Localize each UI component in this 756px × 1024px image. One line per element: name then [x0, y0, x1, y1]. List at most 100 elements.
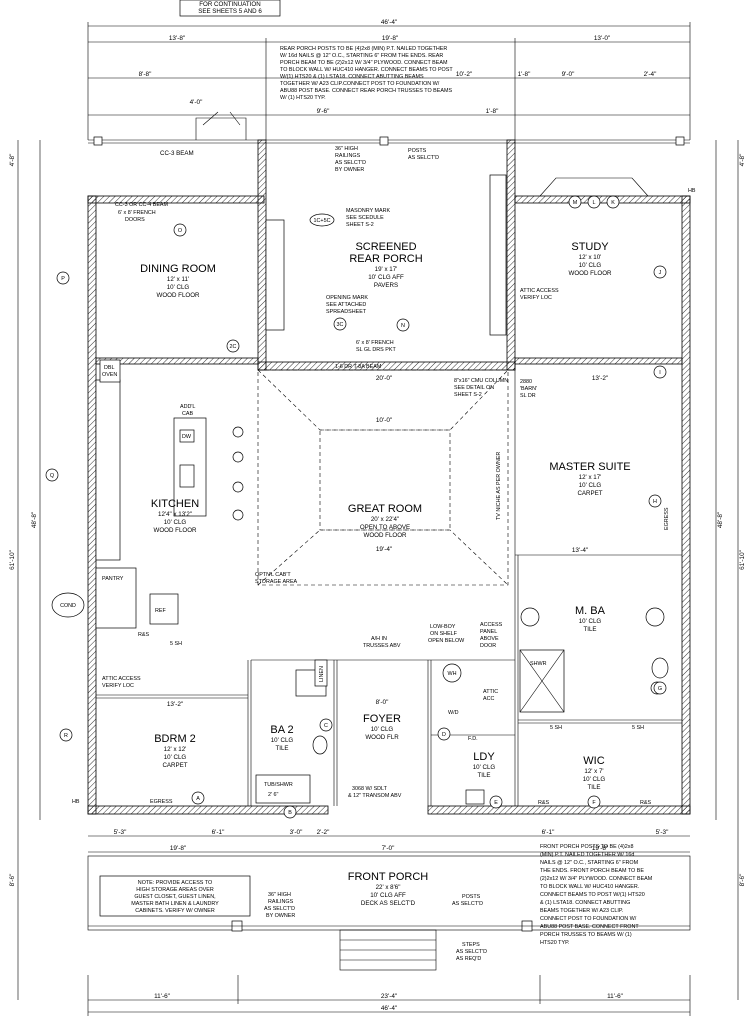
bar-stool [232, 451, 244, 463]
mba-ceiling: 10' CLG [579, 618, 602, 625]
hex-mark-o-text: O [178, 228, 182, 234]
wic-rs-left: R&S [538, 800, 549, 806]
storage-note-4: MASTER BATH LINEN & LAUNDRY [131, 901, 219, 907]
low-boy-2: ON SHELF [430, 631, 458, 637]
post-mark [93, 136, 103, 146]
code-2c: 2C [226, 339, 240, 353]
window-mark-l-text: L [593, 200, 596, 206]
screened-floor: PAVERS [374, 282, 398, 289]
front-note-1: FRONT PORCH POSTS TO BE (4)2x8 [540, 844, 633, 850]
access-panel-2: PANEL [480, 629, 497, 635]
bar-stool [232, 481, 244, 493]
right-overall-dimension: 61'-10" [739, 550, 746, 570]
window-mark-m [568, 195, 582, 209]
hex-mark-h: H [648, 494, 662, 508]
rear-note-line-2: W/ 16d NAILS @ 12" O.C., STARTING 6" FRO… [280, 53, 443, 59]
bot-dim-3: 3'-0" [290, 829, 303, 836]
shelf-label: 5 SH [170, 641, 182, 647]
master-width-dim: 13'-2" [592, 375, 608, 382]
railings-rear-3: AS SELCT'D [335, 160, 366, 166]
top-dim-1: 13'-8" [169, 35, 185, 42]
attic-acc-2: ACC [483, 696, 494, 702]
egress-bdrm2: EGRESS [150, 799, 173, 805]
french-sl-1: 6' x 8' FRENCH [356, 340, 394, 346]
bottom-dimensions: 5'-3" 6'-1" 3'-0" 2'-2" 6'-1" 5'-3" 19'-… [88, 829, 690, 853]
right-mid-dimension: 48'-8" [717, 512, 724, 528]
screened-size: 19' x 17' [375, 266, 398, 273]
attic-study-1: ATTIC ACCESS [520, 288, 559, 294]
overall-top-dimension: 46'-4" [381, 19, 397, 26]
storage-note: NOTE: PROVIDE ACCESS TO HIGH STORAGE ARE… [99, 875, 251, 917]
attic-study-2: VERIFY LOC [520, 295, 552, 301]
railings-front-3: AS SELCT'D [264, 906, 295, 912]
dbl-oven-1: DBL [104, 365, 115, 371]
kitchen-size: 12'4" x 13'2" [158, 511, 192, 518]
sdlt-1: 3068 W/ SDLT [352, 786, 388, 792]
barn-door-3: SL DR [520, 393, 536, 399]
front-note-5: (2)2x12 W/ 3/4" PLYWOOD. CONNECT BEAM [540, 876, 653, 882]
railings-front-1: 36" HIGH [268, 892, 291, 898]
walk-in-closet: WIC 12' x 7' 10' CLG TILE R&S R&S 5 SH 5… [538, 725, 651, 806]
continuation-header: FOR CONTINUATION SEE SHEETS 5 AND 6 [179, 0, 281, 17]
hex-mark-q: Q [45, 468, 59, 482]
top-dim-3: 13'-0" [594, 35, 610, 42]
rear-note-line-5: W/(1) HTS20 & (1) LSTA18. CONNECT ABUTTI… [280, 74, 424, 80]
tv-niche-label: TV NICHE AS PER OWNER [496, 452, 502, 520]
railings-rear-2: RAILINGS [335, 153, 361, 159]
pantry-area: PANTRY REF R&S 5 SH ATTIC ACCESS VERIFY … [51, 567, 298, 689]
access-panel-1: ACCESS [480, 622, 503, 628]
access-panel-4: DOOR [480, 643, 496, 649]
exterior-walls [87, 139, 691, 815]
porch-dim-center: 23'-4" [381, 993, 397, 1000]
steps-2: AS SELCT'D [456, 949, 487, 955]
hex-mark-i-text: I [659, 370, 661, 376]
dining-ceiling: 10' CLG [167, 284, 190, 291]
master-size: 12' x 17' [579, 474, 602, 481]
cmu-label-3: SHEET S-2 [454, 392, 482, 398]
access-panel-3: ABOVE [480, 636, 499, 642]
barn-door-2: 'BARN' [520, 386, 537, 392]
hex-mark-b-text: B [288, 810, 292, 816]
front-note-13: HTS20 TYP. [540, 940, 569, 946]
side-dimensions: 61'-10" 48'-8" 61'-10" 48'-8" 4'-8" 4'-8… [9, 140, 746, 1000]
rear-porch-structure: CC-3 BEAM 36" HIGH RAILINGS AS SELCT'D B… [88, 111, 690, 173]
front-note-4: THE ENDS. FRONT PORCH BEAM TO BE [540, 868, 644, 874]
shwr-label: SHWR [530, 661, 547, 667]
ah-1: A/H IN [371, 636, 387, 642]
masonry-mark-3: SHEET S-2 [346, 222, 374, 228]
front-note-6: TO BLOCK WALL W/ HUC410 HANGER. [540, 884, 639, 890]
sdlt-2: & 12" TRANSOM ABV [348, 793, 402, 799]
mba-name: M. BA [575, 605, 606, 617]
laundry-sink [465, 789, 485, 805]
tub-label-2: 2' 6" [268, 792, 279, 798]
front-porch-deck: DECK AS SELCT'D [361, 900, 416, 907]
study-name: STUDY [571, 241, 609, 253]
hex-mark-r-text: R [64, 733, 68, 739]
condenser [51, 592, 85, 618]
bot-dim-5: 6'-1" [542, 829, 555, 836]
window-mark-k [606, 195, 620, 209]
cond-label: COND [60, 603, 76, 609]
study-ceiling: 10' CLG [579, 262, 602, 269]
optnl-cab-2: STORAGE AREA [255, 579, 298, 585]
front-note-11: ABU88 POST BASE. CONNECT FRONT [540, 924, 639, 930]
porch-depth-left: 8'-6" [9, 874, 16, 887]
rs-label: R&S [138, 632, 149, 638]
dbl-oven-2: OVEN [102, 372, 117, 378]
great-dim-top: 20'-0" [376, 375, 392, 382]
posts-front-1: POSTS [462, 894, 481, 900]
left-mid-dimension: 48'-8" [31, 512, 38, 528]
wic-shelf-left: 5 SH [550, 725, 562, 731]
kitchen-ceiling: 10' CLG [164, 519, 187, 526]
linen-label: LINEN [319, 666, 325, 682]
ba2-name: BA 2 [270, 724, 293, 736]
hex-mark-j-text: J [659, 270, 662, 276]
hex-mark-e: E [489, 795, 503, 809]
rear-note-line-6: TOGETHER W/ A23 CLIP.CONNECT POST TO FOU… [280, 81, 440, 87]
pantry-label: PANTRY [102, 576, 124, 582]
hex-mark-e-text: E [494, 800, 498, 806]
code-3c-text: 3C [337, 322, 344, 328]
bedroom-2: BDRM 2 12' x 12' 10' CLG CARPET EGRESS 1… [150, 701, 196, 805]
hex-mark-n: N [396, 318, 410, 332]
great-room-size: 20' x 22'4" [371, 516, 399, 523]
